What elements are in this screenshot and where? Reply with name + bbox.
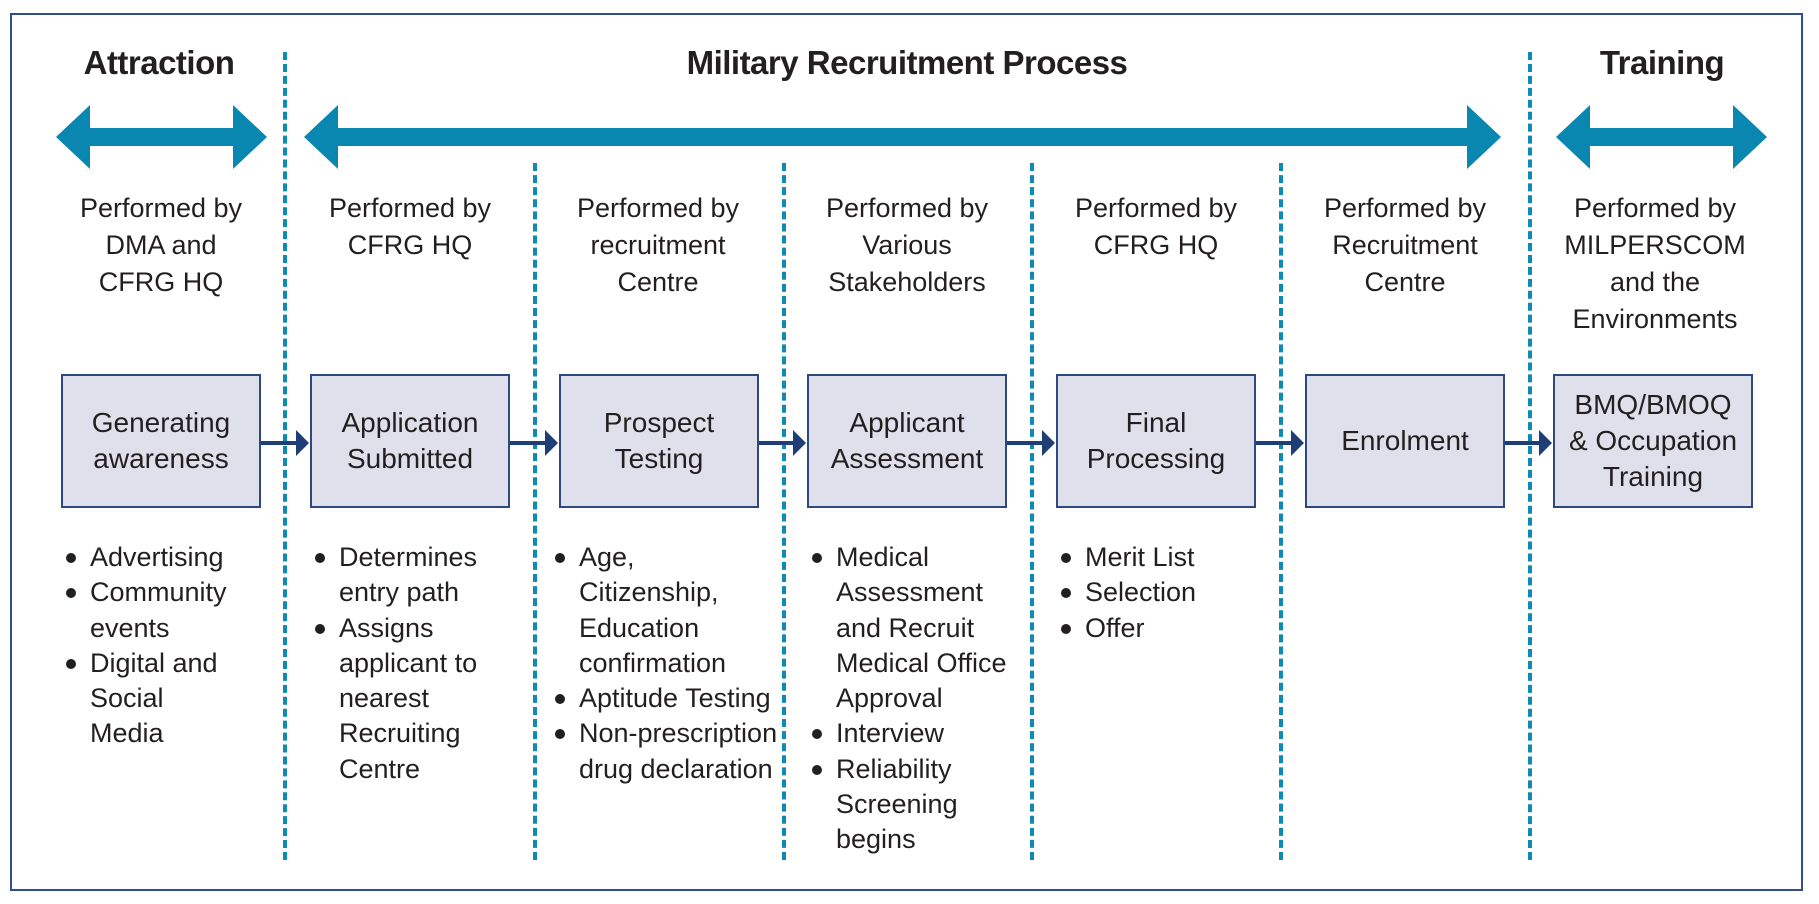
step-divider xyxy=(1279,163,1283,860)
detail-item: Medical Assessment and Recruit Medical O… xyxy=(809,540,1021,716)
step-label-line: Testing xyxy=(614,443,704,474)
step-label-line: awareness xyxy=(93,443,229,474)
recruitment-span-arrow xyxy=(304,105,1501,169)
details-prospect-testing: Age, Citizenship, Education confirmation… xyxy=(552,540,782,787)
details-final-processing: Merit List Selection Offer xyxy=(1058,540,1288,646)
details-generating-awareness: Advertising Community events Digital and… xyxy=(63,540,293,752)
phase-title-recruitment: Military Recruitment Process xyxy=(686,44,1128,81)
flow-arrow-icon xyxy=(759,430,806,456)
detail-item: Aptitude Testing xyxy=(552,681,789,716)
phase-divider xyxy=(283,52,287,860)
performer-line: Performed by xyxy=(576,193,740,223)
performer-line: Performed by xyxy=(1573,193,1737,223)
step-label-line: Processing xyxy=(1086,443,1226,474)
attraction-span-arrow xyxy=(56,105,267,169)
performer-label-generating-awareness: Performed by DMA and CFRG HQ xyxy=(41,190,281,301)
step-label-line: & Occupation xyxy=(1568,425,1738,456)
flow-arrow-icon xyxy=(1007,430,1055,456)
step-label-line: Assessment xyxy=(830,443,984,474)
detail-item: Digital and Social Media xyxy=(63,646,230,752)
training-span-arrow xyxy=(1556,105,1767,169)
flow-arrow-icon xyxy=(261,430,309,456)
detail-item: Determines entry path xyxy=(312,540,477,611)
step-label-line: Generating xyxy=(91,407,231,438)
performer-line: and the xyxy=(1609,267,1701,297)
performer-line: Performed by xyxy=(825,193,989,223)
performer-line: Centre xyxy=(1364,267,1446,297)
performer-line: Performed by xyxy=(1323,193,1487,223)
details-application-submitted: Determines entry path Assigns applicant … xyxy=(312,540,542,787)
step-label-line: Submitted xyxy=(346,443,474,474)
detail-item: Reliability Screening begins xyxy=(809,752,966,858)
step-label-line: Applicant xyxy=(849,407,965,438)
performer-line: Various xyxy=(862,230,952,260)
step-label-line: Enrolment xyxy=(1341,425,1469,456)
phase-title-attraction: Attraction xyxy=(83,44,235,81)
performer-line: Performed by xyxy=(79,193,243,223)
details-applicant-assessment: Medical Assessment and Recruit Medical O… xyxy=(809,540,1039,858)
step-box-enrolment: Enrolment xyxy=(1305,374,1505,508)
detail-item: Advertising xyxy=(63,540,293,575)
step-divider xyxy=(533,163,537,860)
step-label-line: Prospect xyxy=(603,407,715,438)
detail-item: Assigns applicant to nearest Recruiting … xyxy=(312,611,489,787)
flow-arrow-icon xyxy=(1505,430,1552,456)
performer-label-training: Performed by MILPERSCOM and the Environm… xyxy=(1535,190,1775,338)
detail-item: Non-prescription drug declaration xyxy=(552,716,779,787)
flow-arrow-icon xyxy=(510,430,558,456)
performer-line: CFRG HQ xyxy=(1093,230,1219,260)
phase-title-training: Training xyxy=(1599,44,1725,81)
performer-label-prospect-testing: Performed by recruitment Centre xyxy=(538,190,778,301)
step-label-line: Training xyxy=(1602,461,1704,492)
step-divider xyxy=(782,163,786,860)
detail-item: Community events xyxy=(63,575,230,646)
diagram-frame xyxy=(10,13,1803,891)
performer-line: CFRG HQ xyxy=(347,230,473,260)
step-box-generating-awareness: Generating awareness xyxy=(61,374,261,508)
performer-line: Performed by xyxy=(1074,193,1238,223)
phase-divider xyxy=(1528,52,1532,860)
flow-arrow-icon xyxy=(1256,430,1304,456)
performer-line: Centre xyxy=(617,267,699,297)
detail-item: Selection xyxy=(1058,575,1288,610)
performer-label-applicant-assessment: Performed by Various Stakeholders xyxy=(787,190,1027,301)
detail-item: Interview xyxy=(809,716,1039,751)
performer-line: Environments xyxy=(1572,304,1738,334)
detail-item: Merit List xyxy=(1058,540,1288,575)
performer-line: Stakeholders xyxy=(828,267,986,297)
step-label-line: Final xyxy=(1125,407,1187,438)
performer-line: MILPERSCOM xyxy=(1564,230,1746,260)
performer-label-final-processing: Performed by CFRG HQ xyxy=(1036,190,1276,264)
step-label-line: BMQ/BMOQ xyxy=(1574,389,1732,420)
performer-line: recruitment xyxy=(590,230,726,260)
performer-label-application-submitted: Performed by CFRG HQ xyxy=(290,190,530,264)
performer-label-enrolment: Performed by Recruitment Centre xyxy=(1285,190,1525,301)
performer-line: DMA and xyxy=(105,230,217,260)
performer-line: Performed by xyxy=(328,193,492,223)
step-label-line: Application xyxy=(341,407,479,438)
performer-line: CFRG HQ xyxy=(98,267,224,297)
step-divider xyxy=(1030,163,1034,860)
performer-line: Recruitment xyxy=(1332,230,1478,260)
detail-item: Offer xyxy=(1058,611,1288,646)
detail-item: Age, Citizenship, Education confirmation xyxy=(552,540,769,681)
